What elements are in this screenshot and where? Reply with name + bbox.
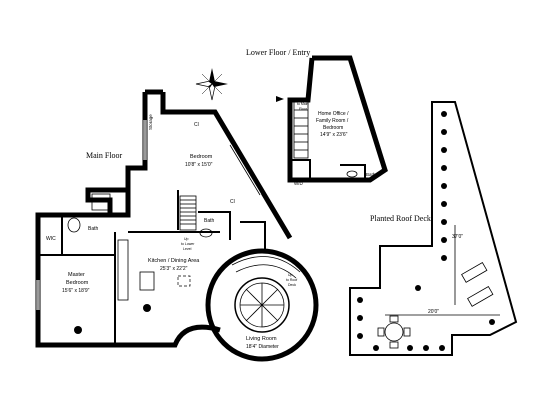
table-icon <box>384 322 404 342</box>
label-up-lower2: to Lower <box>181 242 195 246</box>
entry-arrow-icon <box>276 96 284 102</box>
compass-icon <box>195 68 228 101</box>
room-bedroom-name: Bedroom <box>190 154 213 160</box>
room-master-name: Master <box>68 272 85 278</box>
room-kitchen-dims: 25'3" x 22'2" <box>160 266 188 272</box>
lower-floor-plan <box>276 55 388 183</box>
lounger-icon <box>461 261 488 283</box>
room-bath-lower: Bath <box>366 172 376 177</box>
room-master-dims: 15'6" x 18'9" <box>62 288 90 294</box>
label-up-roof3: Deck <box>288 283 296 287</box>
lounger-icon <box>467 285 494 307</box>
room-cl-top: Cl <box>194 122 199 128</box>
title-roof-deck: Planted Roof Deck <box>370 214 431 223</box>
title-lower-floor: Lower Floor / Entry <box>246 48 310 57</box>
deck-dim-horizontal: 20'0" <box>428 309 439 315</box>
deck-dim-vertical: 37'0" <box>452 234 463 240</box>
label-lower-up3: Floor <box>299 107 308 111</box>
label-up-lower3: Level <box>183 247 192 251</box>
room-office-dims: 14'9" x 23'6" <box>320 132 348 138</box>
room-kitchen-name: Kitchen / Dining Area <box>148 258 200 264</box>
title-main-floor: Main Floor <box>86 151 123 160</box>
label-up-lower: Up <box>184 237 189 241</box>
label-lower-up1: Up <box>300 97 305 101</box>
room-office-name3: Bedroom <box>323 125 343 131</box>
room-bath-main: Bath <box>204 218 215 224</box>
room-office-name2: Family Room / <box>316 118 349 124</box>
room-living-dims: 18'4" Diameter <box>246 344 279 350</box>
room-storage: Storage <box>148 114 153 130</box>
label-up-roof2: to Roof <box>286 278 297 282</box>
room-office-name1: Home Office / <box>318 111 349 117</box>
label-lower-up2: to Main <box>297 102 309 106</box>
main-floor-plan <box>35 89 319 362</box>
planter-icons <box>357 111 495 351</box>
label-up-roof: Up <box>288 273 293 277</box>
room-bath-master: Bath <box>88 226 99 232</box>
roof-deck-plan <box>349 101 518 356</box>
room-wic: WIC <box>46 236 56 242</box>
room-cl-mid: Cl <box>230 199 235 205</box>
room-wd: W/D <box>294 181 303 186</box>
room-living-name: Living Room <box>246 336 277 342</box>
room-bedroom-dims: 10'8" x 15'0" <box>185 162 213 168</box>
room-master-name2: Bedroom <box>66 280 89 286</box>
